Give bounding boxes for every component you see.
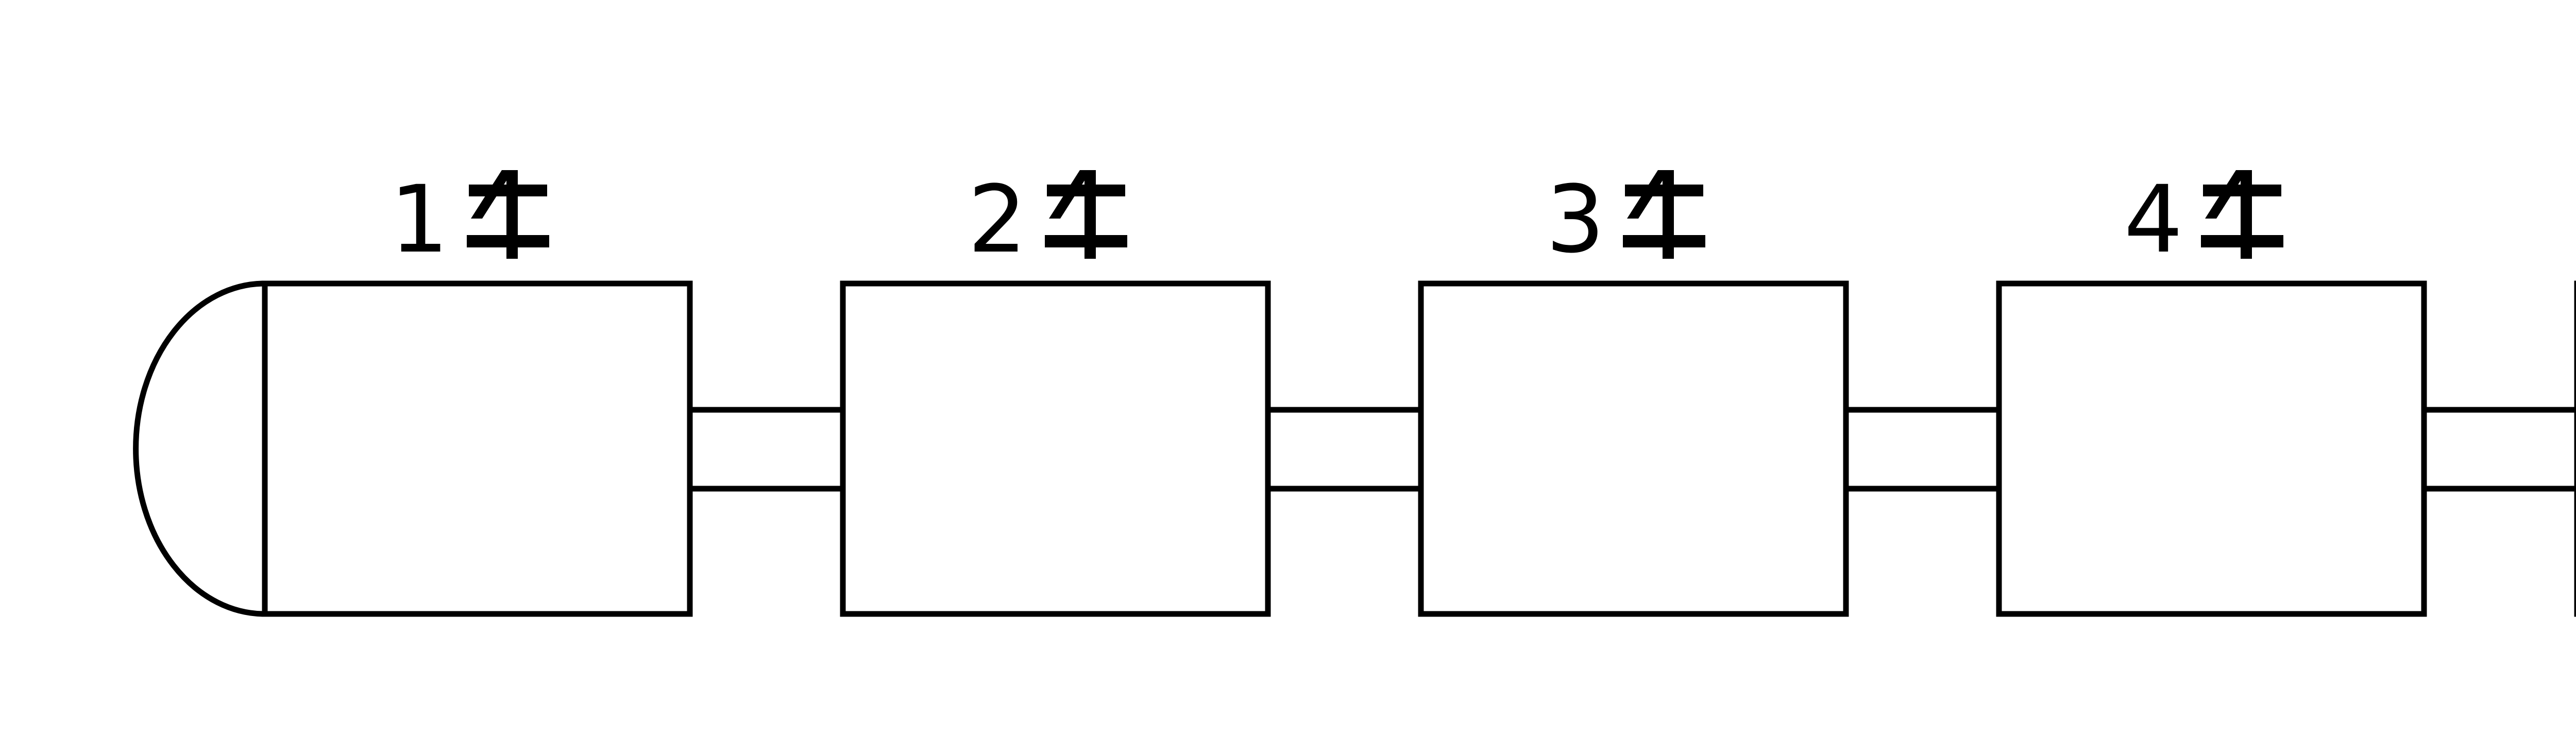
front-nose [133, 280, 265, 617]
car-1: 1 [133, 166, 693, 617]
car-4-number: 4 [2124, 166, 2183, 274]
car-1-body [262, 280, 693, 617]
coupler-4-5 [2424, 407, 2576, 492]
car-2-number: 2 [968, 166, 1027, 274]
coupler-1-2 [690, 407, 843, 492]
che-character-glyph [467, 170, 549, 259]
car-4-body [1996, 280, 2427, 617]
coupler-3-4 [1846, 407, 1999, 492]
car-2-body [840, 280, 1271, 617]
car-3-body [1418, 280, 1849, 617]
che-character-glyph [2201, 170, 2283, 259]
car-2: 2 [840, 166, 1271, 617]
car-4: 4 [1996, 166, 2427, 617]
car-1-number: 1 [389, 166, 449, 274]
car-3: 3 [1418, 166, 1849, 617]
che-character-glyph [1623, 170, 1705, 259]
coupler-2-3 [1268, 407, 1421, 492]
che-character-glyph [1045, 170, 1127, 259]
car-3-number: 3 [1546, 166, 1605, 274]
